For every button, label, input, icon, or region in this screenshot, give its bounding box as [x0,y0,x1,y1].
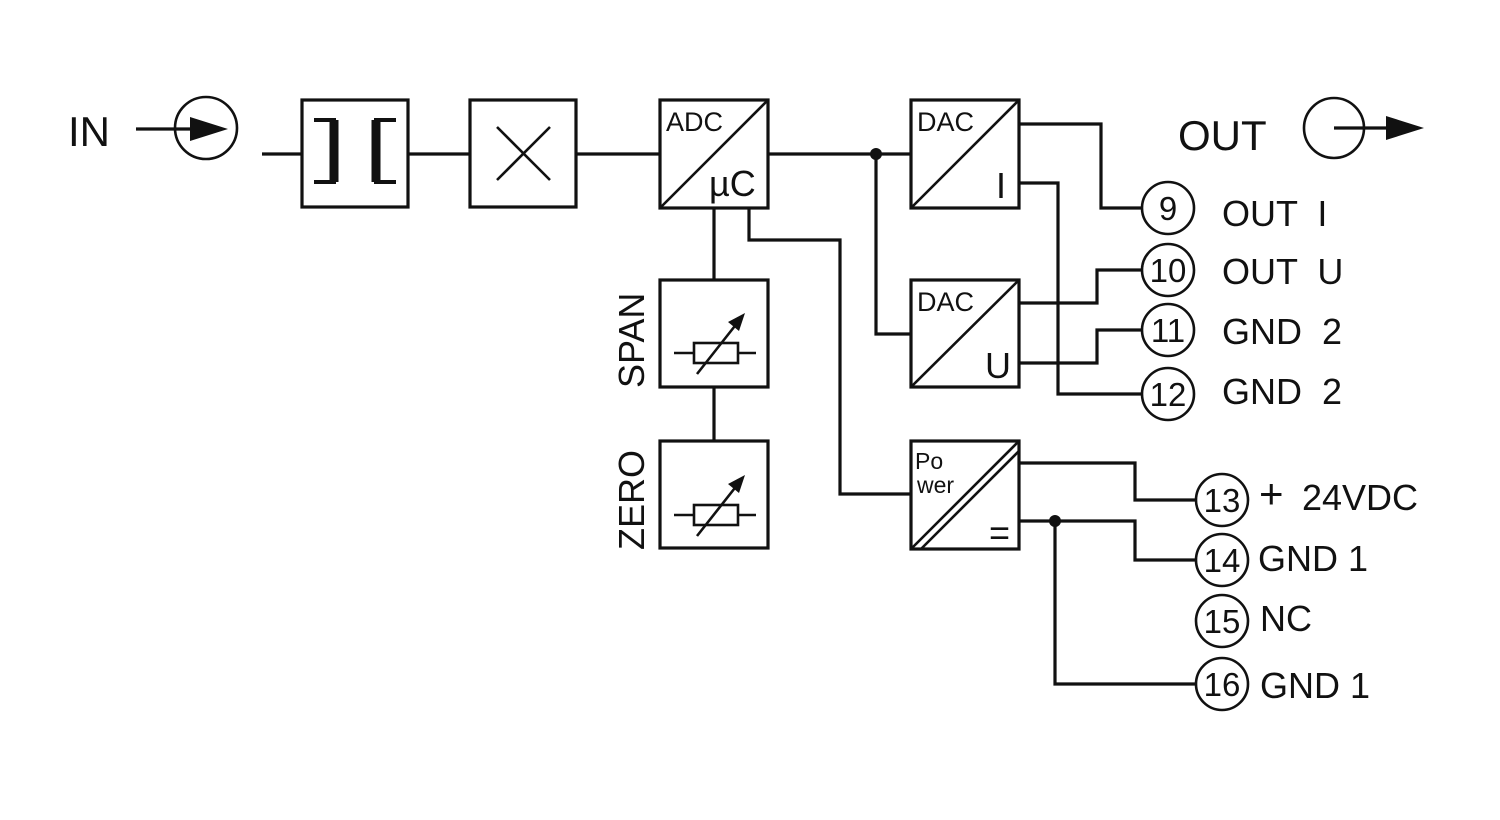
terminal-number: 15 [1204,603,1241,640]
terminal-label: GND 2 [1222,311,1342,352]
terminal-number: 9 [1159,190,1177,227]
terminal-number: 12 [1150,376,1187,413]
plus-sign: + [1259,470,1284,517]
terminal-label: GND 1 [1260,665,1370,706]
dac-current-bottom-label: I [996,165,1006,206]
terminal-number: 14 [1204,542,1241,579]
terminal-12: 12 [1140,366,1196,422]
dac-current-block: DAC I [909,98,1021,210]
terminal-label: OUT I [1222,193,1327,234]
terminal-label: GND 1 [1258,538,1368,579]
potentiometer-icon [674,475,756,537]
terminal-number: 16 [1204,666,1241,703]
terminal-label: 24VDC [1302,477,1418,518]
terminal-number: 13 [1204,482,1241,519]
potentiometer-icon [674,313,756,375]
dac-voltage-top-label: DAC [917,287,974,317]
terminal-11: 11 [1140,302,1196,358]
terminal-label: NC [1260,598,1312,639]
cross-icon [496,126,551,181]
zero-label: ZERO [611,450,652,550]
terminal-9: 9 [1140,180,1196,236]
output-arrow-icon [1302,96,1424,160]
output-label: OUT [1178,112,1267,159]
multiplier-block [468,98,578,209]
dac-voltage-block: DAC U [909,278,1021,389]
dac-voltage-bottom-label: U [985,345,1011,386]
span-block [658,278,770,389]
terminal-15: 15 [1194,593,1250,649]
span-label: SPAN [611,293,652,388]
terminal-label: GND 2 [1222,371,1342,412]
adc-top-label: ADC [666,107,723,137]
terminal-number: 11 [1151,312,1185,349]
terminal-14: 14 [1194,532,1250,588]
power-block: Po wer = [909,439,1021,553]
adc-block: ADC µC [658,98,770,210]
power-top-label: Po [915,448,943,474]
power-bottom-label: = [989,512,1010,553]
terminal-10: 10 [1140,242,1196,298]
isolation-icon [314,118,396,184]
terminal-number: 10 [1150,252,1187,289]
adc-bottom-label: µC [709,163,756,204]
input-arrow-icon [136,95,239,161]
power-middle-label: wer [916,472,954,498]
terminal-13: 13 [1194,472,1250,528]
isolation-block [300,98,410,209]
input-label: IN [68,108,110,155]
terminal-16: 16 [1194,656,1250,712]
dac-current-top-label: DAC [917,107,974,137]
zero-block [658,439,770,550]
terminal-label: OUT U [1222,251,1343,292]
